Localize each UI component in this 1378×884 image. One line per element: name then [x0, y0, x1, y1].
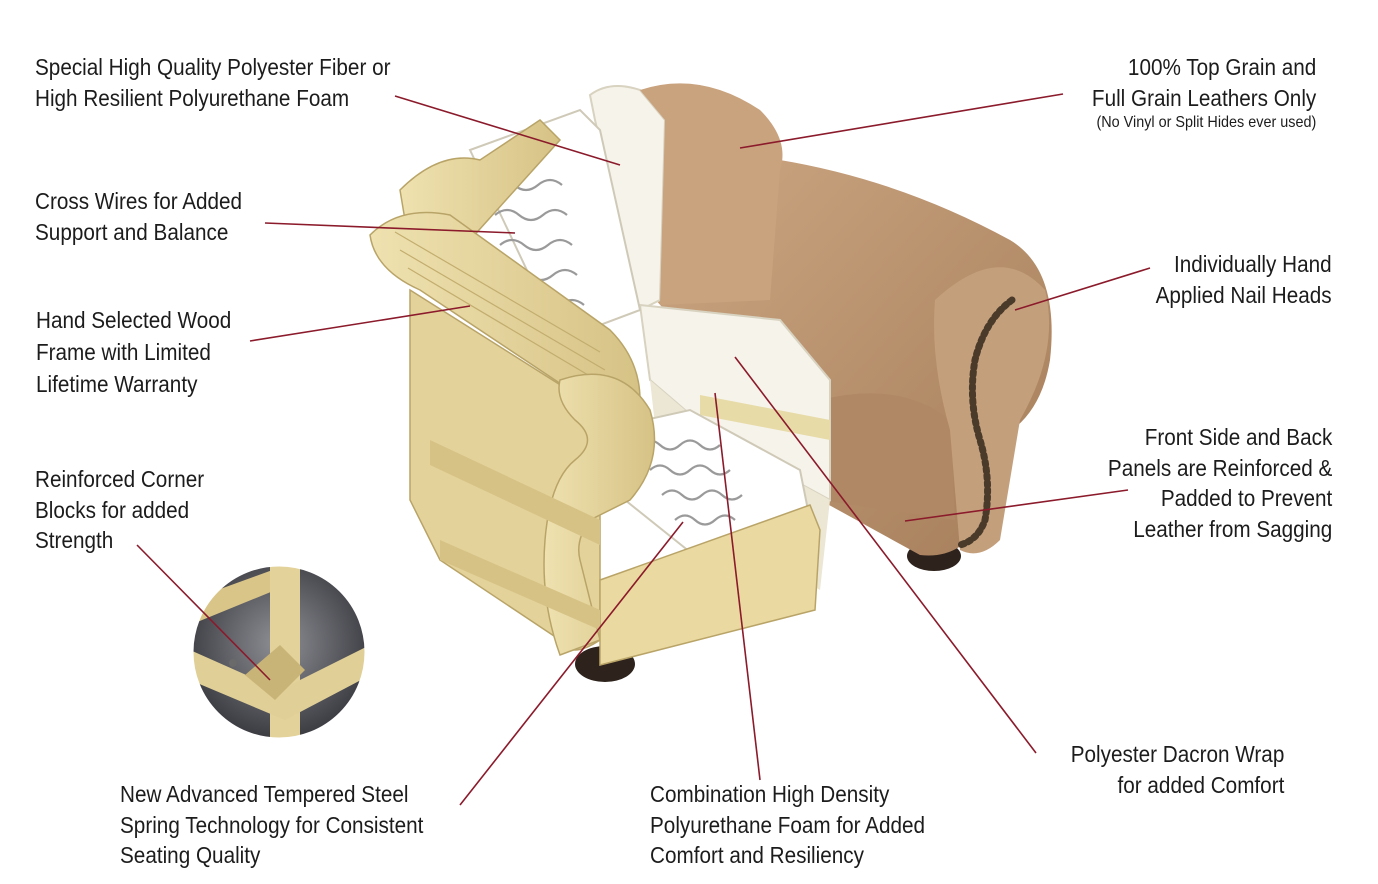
callout-line: Applied Nail Heads — [1155, 281, 1332, 308]
callout-nail-heads: Individually Hand Applied Nail Heads — [1156, 249, 1332, 310]
callout-line: Padded to Prevent — [1160, 485, 1332, 511]
callout-line: Polyester Dacron Wrap — [1070, 741, 1284, 767]
leader-dacron-wrap — [734, 356, 1037, 754]
callout-corner-blocks: Reinforced Corner Blocks for added Stren… — [35, 464, 204, 556]
callout-line: Hand Selected Wood — [36, 307, 232, 333]
leader-lines — [136, 93, 1151, 806]
callout-line: Comfort and Resiliency — [650, 842, 864, 868]
callout-line: Combination High Density — [650, 781, 890, 807]
callout-cross-wires: Cross Wires for Added Support and Balanc… — [35, 186, 242, 247]
leader-corner-blocks — [136, 544, 271, 681]
callout-line: Front Side and Back — [1144, 424, 1332, 450]
wood-frame — [369, 119, 821, 666]
callout-note: (No Vinyl or Split Hides ever used) — [1096, 114, 1316, 131]
callout-line: Spring Technology for Consistent — [120, 811, 424, 838]
leader-polyester-fiber — [394, 95, 621, 166]
nail-heads-trim — [956, 296, 1016, 549]
callout-line: High Resilient Polyurethane Foam — [35, 84, 350, 111]
callout-wood-frame: Hand Selected Wood Frame with Limited Li… — [36, 304, 231, 400]
callout-polyester-fiber: Special High Quality Polyester Fiber or … — [35, 52, 391, 113]
callout-line: Leather from Sagging — [1132, 515, 1332, 542]
callout-line: for added Comfort — [1117, 771, 1284, 798]
callout-line: Strength — [35, 527, 114, 553]
leader-cross-wires — [264, 222, 516, 234]
callout-line: Support and Balance — [35, 218, 229, 245]
back-foam-layer — [588, 83, 783, 312]
callout-line: Cross Wires for Added — [35, 188, 243, 214]
leader-nail-heads — [1014, 267, 1151, 311]
callout-hd-foam: Combination High Density Polyurethane Fo… — [650, 779, 925, 871]
leader-wood-frame — [249, 305, 471, 342]
callout-line: Frame with Limited — [36, 339, 211, 365]
callout-line: Special High Quality Polyester Fiber or — [35, 54, 391, 80]
callout-line: Panels are Reinforced & — [1107, 454, 1332, 481]
callout-line: Blocks for added — [35, 496, 190, 523]
callout-line: 100% Top Grain and — [1127, 54, 1316, 80]
leader-steel-spring — [459, 521, 684, 806]
leader-leather — [739, 93, 1064, 149]
leader-hd-foam — [714, 392, 761, 781]
leader-panels — [904, 489, 1129, 522]
callout-dacron-wrap: Polyester Dacron Wrap for added Comfort — [1070, 739, 1284, 800]
callout-line: New Advanced Tempered Steel — [120, 781, 409, 807]
callout-line: Seating Quality — [120, 842, 261, 868]
callout-line: Polyurethane Foam for Added — [650, 811, 926, 838]
callout-line: Lifetime Warranty — [36, 371, 198, 397]
callout-steel-spring: New Advanced Tempered Steel Spring Techn… — [120, 779, 423, 871]
callout-panels: Front Side and Back Panels are Reinforce… — [1108, 422, 1332, 544]
corner-block-inset — [190, 563, 368, 741]
callout-leather: 100% Top Grain and Full Grain Leathers O… — [1092, 52, 1316, 133]
callout-line: Individually Hand — [1174, 251, 1332, 277]
callout-line: Full Grain Leathers Only — [1091, 84, 1316, 111]
callout-line: Reinforced Corner — [35, 466, 205, 492]
